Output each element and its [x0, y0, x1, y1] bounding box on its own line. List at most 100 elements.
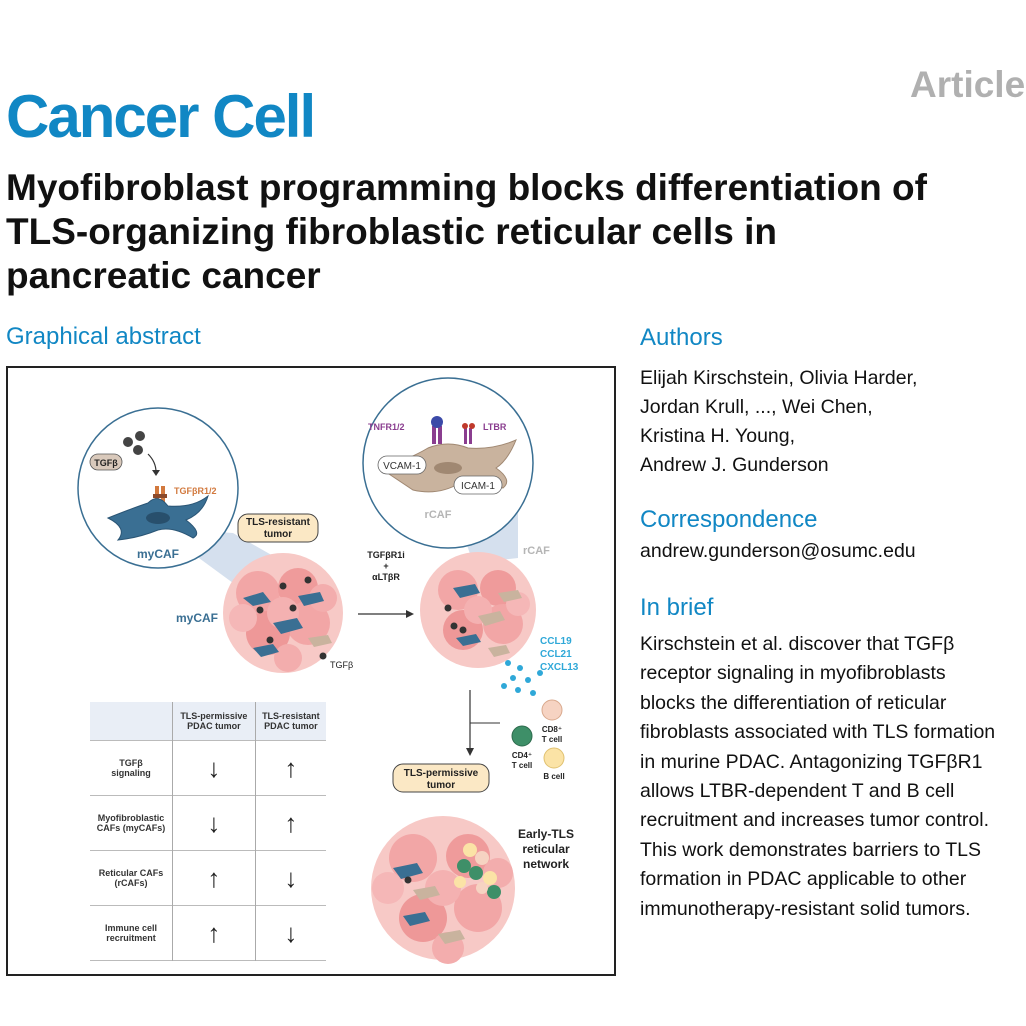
ccl19-label: CCL19 — [540, 636, 572, 647]
in-brief-text: Kirschstein et al. discover that TGFβ re… — [640, 630, 995, 924]
author-line: Andrew J. Gunderson — [640, 454, 829, 476]
tgfb-ligand-icon — [135, 431, 145, 441]
brief-line: fibroblasts associated with TLS formatio… — [640, 721, 996, 744]
tnf-ligand-icon — [431, 416, 443, 428]
arrow-icon: ↑ — [172, 905, 256, 961]
brief-line: Kirschstein et al. discover that TGFβ — [640, 633, 955, 655]
tgfb-label-box — [89, 453, 123, 471]
table-row-label: Reticular CAFs(rCAFs) — [90, 850, 173, 906]
brief-line: allows LTBR-dependent T and B cell — [640, 780, 955, 803]
table-header-blank — [90, 702, 173, 741]
ltbr-ligand-icon — [462, 423, 468, 429]
cd4-tcell-icon — [511, 725, 533, 747]
arrow-icon: ↑ — [254, 795, 326, 851]
ltbr-receptor-icon — [464, 428, 467, 444]
early-tls-label: network — [523, 857, 569, 871]
arrow-icon: ↓ — [254, 850, 326, 906]
bcell-label: B cell — [543, 772, 564, 781]
cxcl13-label: CXCL13 — [540, 662, 579, 673]
cd8-label: T cell — [542, 735, 562, 744]
treatment-label: TGFβR1i — [367, 550, 405, 560]
author-line: Jordan Krull, ..., Wei Chen, — [640, 396, 873, 418]
correspondence-heading: Correspondence — [640, 506, 818, 533]
tls-permissive-tumor-icon — [371, 816, 515, 964]
tls-resistant-tumor-icon — [223, 553, 343, 673]
icam-label: ICAM-1 — [461, 481, 495, 492]
author-line: Kristina H. Young, — [640, 425, 796, 447]
arrowhead-icon — [466, 748, 474, 756]
treatment-label: αLTβR — [372, 572, 400, 582]
tgfb-ligand-icon — [133, 445, 143, 455]
ltbr-ligand-icon — [469, 423, 475, 429]
title-line: Myofibroblast programming blocks differe… — [6, 167, 927, 208]
tls-permissive-label: tumor — [427, 780, 455, 791]
vcam-label: VCAM-1 — [383, 461, 421, 472]
tls-permissive-label: TLS-permissive — [404, 768, 479, 779]
cd4-label: CD4⁺ — [512, 751, 532, 760]
treatment-label: + — [383, 561, 388, 571]
early-tls-label: reticular — [522, 842, 570, 856]
article-title: Myofibroblast programming blocks differe… — [6, 166, 1026, 298]
tgfb-tumor-label: TGFβ — [330, 660, 353, 670]
cd8-label: CD8⁺ — [542, 725, 562, 734]
graphical-abstract-figure: TGFβ TGFβR1/2 myCAF TNFR1/2 LTBR VCAM-1 … — [6, 366, 616, 976]
rcaf-nucleus — [434, 462, 462, 474]
authors-list: Elijah Kirschstein, Olivia Harder, Jorda… — [640, 364, 917, 480]
article-type-label: Article — [910, 64, 1026, 105]
arrowhead-icon — [152, 470, 160, 476]
rcaf-circle-label: rCAF — [425, 509, 452, 521]
mycaf-circle-label: myCAF — [137, 547, 179, 561]
title-line: pancreatic cancer — [6, 255, 321, 296]
tls-resistant-label: TLS-resistant — [246, 517, 311, 528]
journal-name: Cancer Cell — [6, 83, 316, 150]
brief-line: formation in PDAC applicable to other — [640, 868, 967, 891]
arrow-icon: ↑ — [254, 740, 326, 796]
graphical-abstract-svg: TGFβ TGFβR1/2 myCAF TNFR1/2 LTBR VCAM-1 … — [77, 377, 579, 964]
in-brief-heading: In brief — [640, 594, 714, 621]
brief-line: recruitment and increases tumor control. — [640, 809, 989, 832]
icam-label-box — [453, 475, 503, 495]
brief-line: blocks the differentiation of reticular — [640, 691, 947, 714]
tnfr-label: TNFR1/2 — [368, 422, 405, 432]
arrow-icon: ↓ — [254, 905, 326, 961]
ccl21-label: CCL21 — [540, 649, 572, 660]
tls-resistant-label: tumor — [264, 529, 292, 540]
tgfb-label: TGFβ — [94, 458, 118, 468]
chemokine-dots-icon — [501, 660, 543, 696]
arrow-icon: ↓ — [172, 740, 256, 796]
arrow-icon: ↑ — [172, 850, 256, 906]
bcell-icon — [543, 747, 565, 769]
treated-tumor-icon — [420, 552, 536, 668]
arrowhead-icon — [406, 610, 414, 618]
tnfr-receptor-icon — [438, 426, 442, 444]
vcam-label-box — [377, 455, 427, 475]
cd4-label: T cell — [512, 761, 532, 770]
mycaf-tumor-label: myCAF — [176, 611, 218, 625]
title-line: TLS-organizing fibroblastic reticular ce… — [6, 211, 777, 252]
brief-line: immunotherapy-resistant solid tumors. — [640, 897, 971, 920]
tgfbr-receptor-band — [153, 494, 167, 498]
brief-line: in murine PDAC. Antagonizing TGFβR1 — [640, 750, 983, 773]
early-tls-label: Early-TLS — [518, 827, 574, 841]
cd8-tcell-icon — [541, 699, 563, 721]
brief-line: receptor signaling in myofibroblasts — [640, 662, 946, 685]
tls-resistant-badge — [237, 513, 319, 543]
mycaf-nucleus — [146, 512, 170, 524]
author-line: Elijah Kirschstein, Olivia Harder, — [640, 367, 918, 389]
brief-line: This work demonstrates barriers to TLS — [640, 838, 982, 861]
tgfb-ligand-icon — [123, 437, 133, 447]
tls-permissive-badge — [392, 763, 490, 793]
tgfbr-label: TGFβR1/2 — [174, 486, 217, 496]
ltbr-receptor-icon — [469, 428, 472, 444]
correspondence-email[interactable]: andrew.gunderson@osumc.edu — [640, 540, 916, 562]
table-row: Reticular CAFs(rCAFs) ↑ ↓ — [90, 850, 326, 906]
